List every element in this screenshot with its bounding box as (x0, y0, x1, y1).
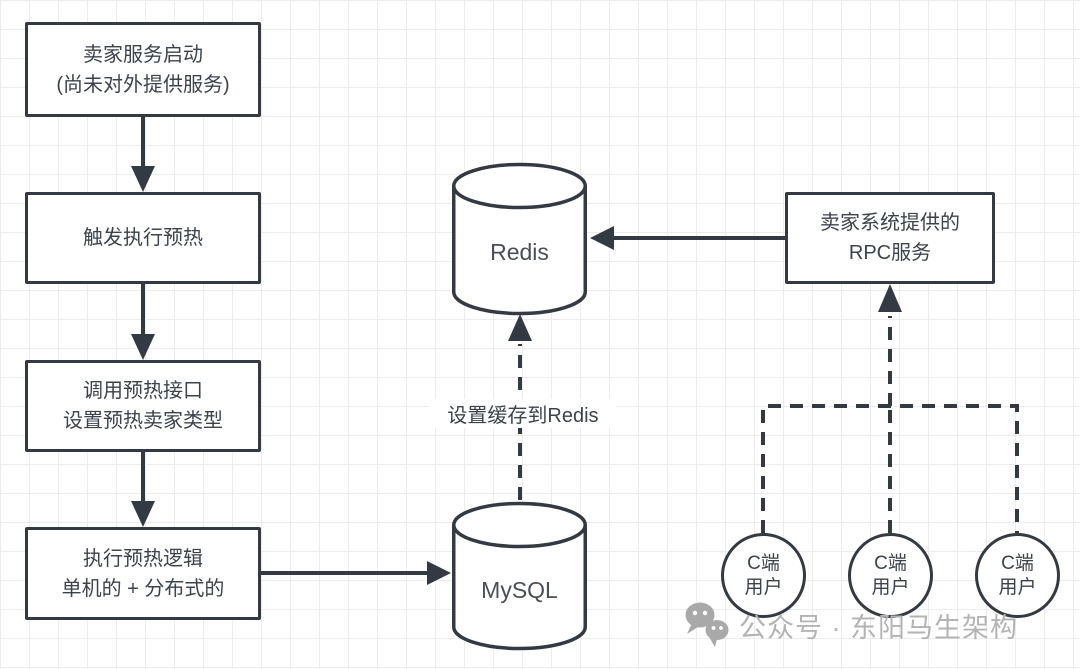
arrow-call-to-execute (131, 452, 155, 527)
node-line: 用户 (744, 576, 783, 598)
node-line: 单机的 + 分布式的 (61, 577, 225, 600)
node-line: 调用预热接口 (83, 380, 203, 402)
node-trigger-preheat: 触发执行预热 (25, 192, 261, 284)
node-seller-service-startup: 卖家服务启动 (尚未对外提供服务) (25, 22, 261, 117)
mysql-cylinder (452, 501, 587, 651)
node-execute-preheat-logic: 执行预热逻辑 单机的 + 分布式的 (25, 527, 261, 620)
node-line: (尚未对外提供服务) (56, 73, 230, 96)
node-rpc-service: 卖家系统提供的 RPC服务 (785, 192, 995, 284)
redis-label: Redis (490, 239, 549, 265)
watermark: 公众号 · 东阳马生架构 (684, 601, 1018, 649)
node-line: 设置预热卖家类型 (63, 410, 223, 432)
arrow-rpc-to-redis (590, 226, 785, 250)
users-dashed-connector (761, 284, 1019, 533)
node-c-user-1: C端 用户 (721, 533, 806, 618)
node-call-preheat-api: 调用预热接口 设置预热卖家类型 (25, 360, 261, 452)
node-line: 卖家服务启动 (83, 43, 203, 66)
node-line: RPC服务 (848, 242, 932, 264)
node-line: 触发执行预热 (83, 227, 203, 249)
node-line: 用户 (998, 576, 1037, 598)
arrow-execute-to-mysql (261, 561, 451, 585)
arrow-startup-to-trigger (131, 117, 155, 192)
node-line: 卖家系统提供的 (820, 212, 960, 234)
node-line: C端 (874, 552, 907, 574)
node-c-user-3: C端 用户 (975, 533, 1060, 618)
wechat-icon (685, 602, 729, 647)
node-line: C端 (747, 552, 780, 574)
node-c-user-2: C端 用户 (848, 533, 933, 618)
node-line: C端 (1001, 552, 1034, 574)
node-line: 执行预热逻辑 (83, 547, 203, 570)
arrow-trigger-to-call (131, 284, 155, 360)
watermark-text: 公众号 · 东阳马生架构 (739, 612, 1018, 643)
mysql-label: MySQL (481, 577, 558, 603)
node-line: 用户 (871, 576, 910, 598)
edge-label-cache-to-redis: 设置缓存到Redis (430, 399, 616, 428)
